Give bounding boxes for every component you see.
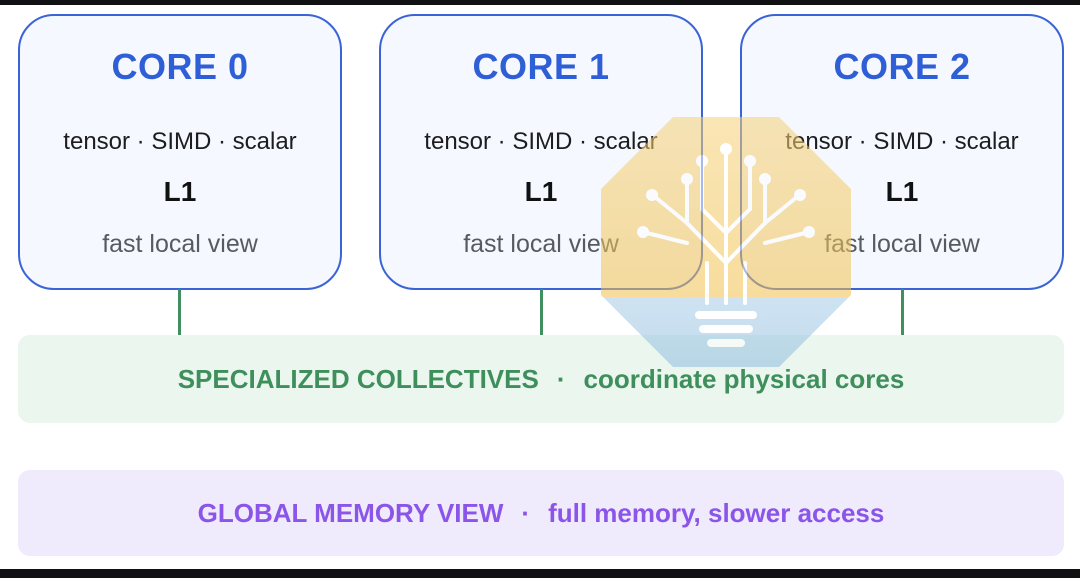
core-description: fast local view	[463, 230, 619, 258]
memory-separator: ·	[521, 497, 531, 528]
collectives-separator: ·	[556, 363, 566, 394]
core-title: CORE 0	[111, 46, 249, 87]
core-1-connector	[540, 289, 543, 335]
memory-label: GLOBAL MEMORY VIEW	[197, 497, 504, 528]
core-box-0: CORE 0 tensor · SIMD · scalar L1 fast lo…	[18, 14, 342, 290]
core-box-1: CORE 1 tensor · SIMD · scalar L1 fast lo…	[379, 14, 703, 290]
core-title: CORE 2	[833, 46, 971, 87]
core-units: tensor · SIMD · scalar	[785, 128, 1019, 155]
core-units: tensor · SIMD · scalar	[63, 128, 297, 155]
core-box-2: CORE 2 tensor · SIMD · scalar L1 fast lo…	[740, 14, 1064, 290]
collectives-label: SPECIALIZED COLLECTIVES	[177, 363, 539, 394]
specialized-collectives-band: SPECIALIZED COLLECTIVES · coordinate phy…	[18, 335, 1064, 423]
core-0-connector	[178, 289, 181, 335]
core-2-connector	[901, 289, 904, 335]
core-description: fast local view	[102, 230, 258, 258]
core-cache-label: L1	[524, 176, 558, 207]
core-description: fast local view	[824, 230, 980, 258]
diagram-canvas: CORE 0 tensor · SIMD · scalar L1 fast lo…	[0, 5, 1080, 569]
collectives-detail: coordinate physical cores	[583, 363, 905, 394]
global-memory-band: GLOBAL MEMORY VIEW · full memory, slower…	[18, 470, 1064, 556]
memory-detail: full memory, slower access	[548, 497, 885, 528]
core-title: CORE 1	[472, 46, 610, 87]
core-units: tensor · SIMD · scalar	[424, 128, 658, 155]
core-cache-label: L1	[163, 176, 197, 207]
core-cache-label: L1	[885, 176, 919, 207]
